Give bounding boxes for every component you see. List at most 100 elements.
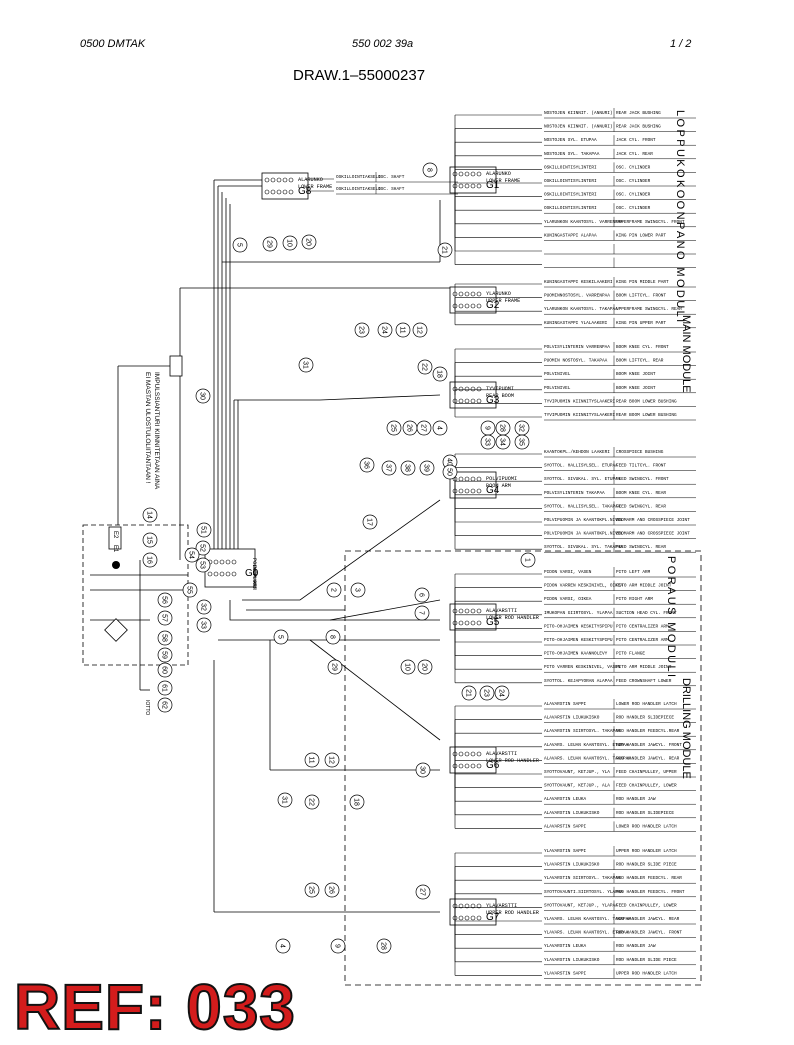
- distributor-block: [261, 172, 309, 200]
- marker-circle: [400, 460, 416, 476]
- marker-number: 59: [161, 651, 168, 659]
- marker-number: 36: [363, 461, 370, 469]
- fuse-box: [108, 526, 122, 550]
- marker-number: 20: [305, 238, 312, 246]
- marker-number: 51: [200, 526, 207, 534]
- row-label-fi: IMUKOPAN GIIRTOSYL. YLAPAA: [544, 611, 613, 616]
- cable-number-marker: 17: [362, 514, 378, 530]
- cable-number-marker: 23: [479, 685, 495, 701]
- cable-number-marker: 15: [142, 532, 158, 548]
- outlet-port: [464, 398, 470, 404]
- cable-number-marker: 32: [196, 599, 212, 615]
- row-label-fi: OSKILLOINTISYLINTERI: [544, 179, 597, 184]
- row-label-fi: ALAVARS. LEUAN KAANTOSYL. ETUPAA: [544, 743, 629, 748]
- trunk-to-g3: [234, 394, 441, 401]
- marker-circle: [157, 680, 173, 696]
- row-label-fi: YLAVARSTIN LIUKUKISKO: [544, 958, 600, 963]
- marker-circle: [275, 938, 291, 954]
- row-label-en: PITO ARM MIDDLE JOINT: [616, 584, 672, 589]
- group-name-label: LOWER ROD HANDLER: [486, 615, 539, 621]
- cable-number-marker: 31: [277, 792, 293, 808]
- outlet-port: [458, 903, 464, 909]
- marker-circle: [196, 599, 212, 615]
- marker-circle: [422, 162, 438, 178]
- outlet-port: [458, 620, 464, 626]
- row-label-fi: SYOTTOL. SIVUKAL. SYL. TAKAPAA: [544, 545, 623, 550]
- marker-number: 29: [331, 663, 338, 671]
- outlet-port: [213, 571, 219, 577]
- cable-number-marker: 54: [184, 547, 200, 563]
- cable-number-marker: 12: [324, 752, 340, 768]
- row-label-en: REAR JACK BUSHING: [616, 111, 661, 116]
- row-label-en: ROD HANDLER SLIDE PIECE: [616, 958, 677, 963]
- marker-number: 27: [419, 888, 426, 896]
- marker-number: 11: [308, 756, 315, 763]
- row-label-en: FEED CHAINPULLEY, LOWER: [616, 903, 677, 908]
- outlet-port: [476, 915, 482, 921]
- marker-number: 53: [199, 561, 206, 569]
- branch-line: [329, 599, 441, 621]
- cable-number-marker: 57: [157, 610, 173, 626]
- row-label-en: LOWER ROD HANDLER LATCH: [616, 702, 677, 707]
- marker-number: 6: [418, 593, 425, 597]
- marker-number: 56: [161, 596, 168, 604]
- row-label-fi: POLVIPUOMIN JA KAANTOKPL.NIVEL: [544, 532, 623, 537]
- row-label-en: BOOM KNEE JOINT: [616, 372, 656, 377]
- row-label-en: JACK CYL. REAR: [616, 152, 653, 157]
- outlet-port: [264, 177, 270, 183]
- outlet-port: [476, 620, 482, 626]
- row-label-en: REAR JACK BUSHING: [616, 125, 661, 130]
- control-box-e1: E1: [112, 545, 118, 553]
- marker-circle: [461, 685, 477, 701]
- marker-circle: [196, 617, 212, 633]
- row-label-fi: YLAVARSTIN SAPPI: [544, 849, 587, 854]
- group-name-label: LOWER FRAME: [486, 178, 520, 184]
- marker-number: 40: [446, 458, 453, 466]
- row-label-en: BOOM LIFTCYL. FRONT: [616, 294, 666, 299]
- outlet-port: [219, 559, 225, 565]
- outlet-port: [464, 915, 470, 921]
- cable-number-marker: 12: [412, 322, 428, 338]
- marker-circle: [480, 434, 496, 450]
- row-label-fi: NOSTOJEN SYL. TAKAPAA: [544, 152, 600, 157]
- outlet-port: [470, 303, 476, 309]
- outlet-port: [264, 189, 270, 195]
- marker-circle: [277, 792, 293, 808]
- row-label-en: SUCTION HEAD CYL. FRONT: [616, 611, 677, 616]
- group-id-label: G3: [486, 395, 500, 406]
- marker-number: 31: [302, 361, 309, 369]
- group-id-label: G2: [486, 300, 500, 311]
- cable-number-marker: 39: [419, 460, 435, 476]
- marker-circle: [362, 514, 378, 530]
- cable-number-marker: 1: [520, 552, 536, 568]
- row-label-en: FEED CROWNSHAFT LOWER: [616, 679, 672, 684]
- marker-circle: [437, 242, 453, 258]
- group-id-label: G6: [486, 760, 500, 771]
- outlet-port: [470, 915, 476, 921]
- row-label-en: OSC. SHAFT: [378, 175, 405, 180]
- marker-number: 3: [354, 588, 361, 592]
- cable-number-marker: 11: [304, 752, 320, 768]
- cable-number-marker: 55: [182, 582, 198, 598]
- row-label-fi: OSKILLOINTISYLINTERI: [544, 206, 597, 211]
- marker-circle: [412, 322, 428, 338]
- marker-circle: [442, 464, 458, 480]
- distributor-block: [449, 471, 497, 499]
- outlet-port: [470, 291, 476, 297]
- outlet-port: [219, 571, 225, 577]
- cable-number-marker: 24: [494, 685, 510, 701]
- cable-number-marker: 8: [422, 162, 438, 178]
- marker-circle: [414, 587, 430, 603]
- marker-number: 10: [404, 663, 411, 671]
- cable-number-marker: 25: [386, 420, 402, 436]
- marker-circle: [304, 882, 320, 898]
- cable-number-marker: 28: [495, 420, 511, 436]
- marker-number: 31: [281, 796, 288, 804]
- outlet-port: [458, 915, 464, 921]
- marker-number: 28: [380, 942, 387, 950]
- marker-circle: [414, 605, 430, 621]
- row-label-en: FEED SWINGCYL. REAR: [616, 504, 666, 509]
- row-label-en: LOWER ROD HANDLER LATCH: [616, 824, 677, 829]
